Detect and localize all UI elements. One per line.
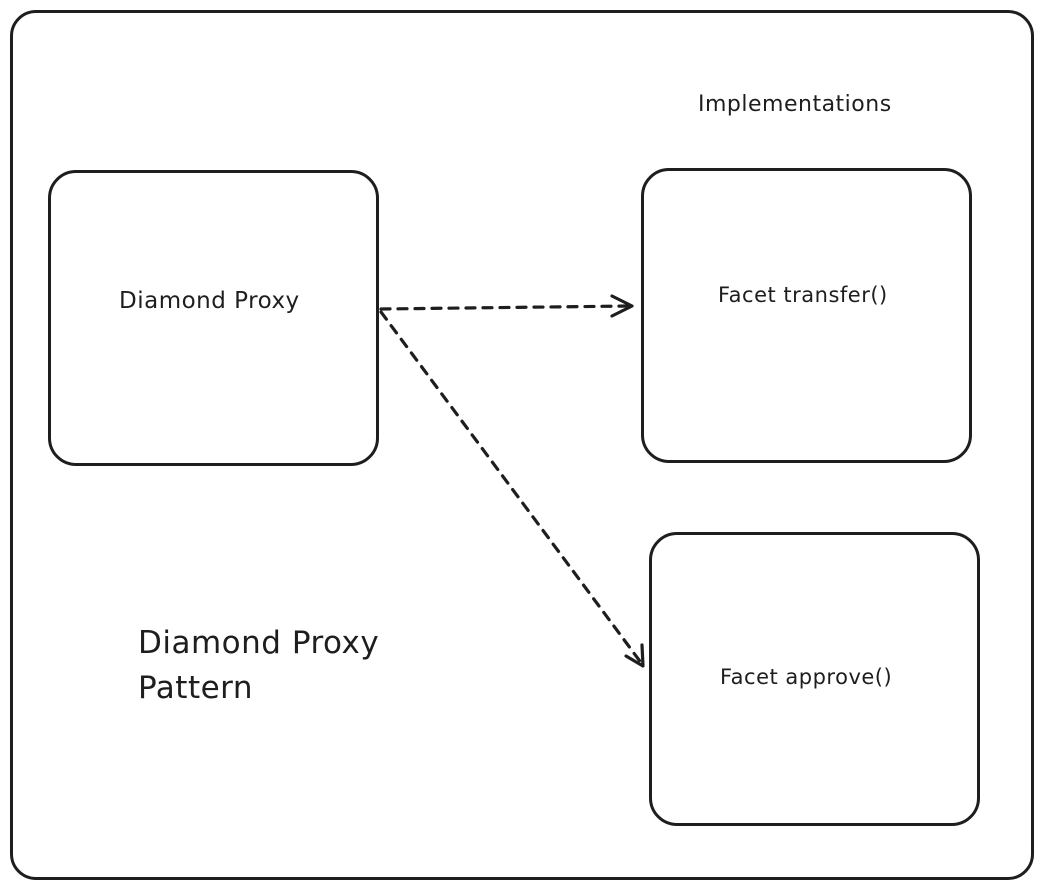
facet-transfer-node[interactable] xyxy=(641,168,972,463)
diagram-title-line1: Diamond Proxy xyxy=(138,625,380,661)
facet-transfer-label: Facet transfer() xyxy=(718,283,888,307)
diagram-title-line2: Pattern xyxy=(138,670,254,706)
diamond-proxy-node[interactable] xyxy=(48,170,379,466)
outer-frame xyxy=(10,10,1034,880)
diamond-proxy-label: Diamond Proxy xyxy=(119,288,300,314)
facet-approve-node[interactable] xyxy=(649,532,980,826)
implementations-heading: Implementations xyxy=(698,92,892,117)
facet-approve-label: Facet approve() xyxy=(720,665,893,689)
